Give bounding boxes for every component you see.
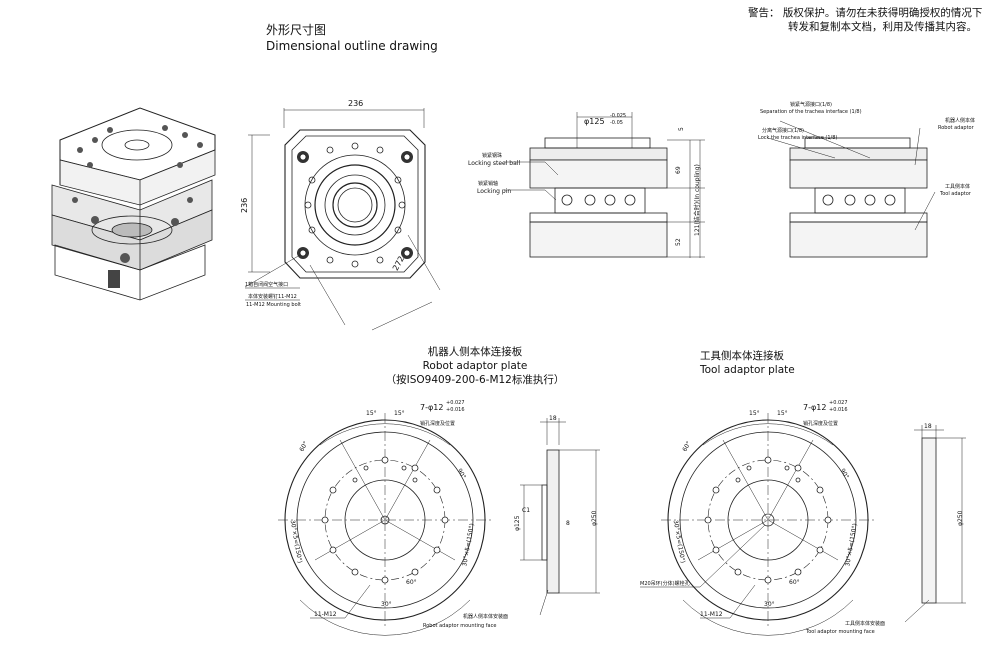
tool-hole-tol-upper: +0.027 — [829, 400, 848, 406]
air-port-note: 1箱自闭阀空气接口 — [245, 281, 288, 288]
section-view — [504, 112, 705, 258]
robot-plate-caption: 机器人侧本体连接板 Robot adaptor plate （按ISO9409-… — [360, 345, 590, 387]
robot-hole-sub: 销孔深度及位置 — [420, 420, 455, 427]
dim-69: 69 — [675, 166, 682, 174]
tool-hole-sub: 销孔深度及位置 — [803, 420, 838, 427]
copyright-warning: 警告： 版权保护。请勿在未获得明确授权的情况下 转发和复制本文档，利用及传播其内… — [748, 6, 982, 34]
robot-dim-125: φ125 — [514, 515, 521, 531]
bolt-note-en: 11-M12 Mounting bolt — [246, 302, 301, 308]
robot-dim-250: φ250 — [591, 510, 598, 526]
locking-pin-en: Locking pin — [477, 188, 511, 195]
tool-plate-side — [904, 425, 966, 623]
robot-adaptor-en: Robot adaptor — [938, 125, 975, 131]
section-tol-lower: -0.05 — [610, 120, 623, 126]
separation-port-en: Separation of the trachea interface (1/8… — [760, 109, 862, 115]
lock-port-en: Lock the trachea interface (1/8) — [758, 135, 837, 141]
tool-hole-note: 7-φ12 — [803, 403, 826, 412]
robot-hole-tol-lower: +0.016 — [446, 407, 465, 413]
tool-angle-90: 90° — [839, 468, 850, 481]
robot-dim-18: 18 — [549, 415, 557, 422]
tool-angle-30: 30° — [764, 601, 775, 608]
tool-plate-face — [640, 413, 875, 636]
dim-121: 121(结合时)(In coupling) — [693, 164, 701, 236]
tool-adaptor-en: Tool adaptor — [939, 191, 972, 197]
robot-face-en: Robot adaptor mounting face — [423, 623, 496, 629]
robot-angle-30: 30° — [381, 601, 392, 608]
tool-face-en: Tool adaptor mounting face — [805, 629, 875, 635]
tool-dim-18: 18 — [924, 423, 932, 430]
robot-plate-standard: （按ISO9409-200-6-M12标准执行） — [385, 374, 565, 386]
tool-hole-tol-lower: +0.016 — [829, 407, 848, 413]
warning-line1: 版权保护。请勿在未获得明确授权的情况下 — [782, 7, 983, 19]
robot-angle-15b: 15° — [394, 410, 405, 417]
section-diameter: φ125 — [584, 117, 605, 126]
warning-label: 警告： — [748, 7, 780, 19]
tool-m20-note: M20吊环(分体)螺栓孔 — [640, 580, 690, 587]
robot-angle-30x5-left: 30°×5=(150°) — [289, 520, 303, 564]
locking-pin-cn: 锁紧销轴 — [478, 180, 498, 187]
height-dimension: 236 — [240, 198, 249, 213]
robot-hole-note: 7-φ12 — [420, 403, 443, 412]
robot-angle-60b: 60° — [406, 579, 417, 586]
robot-plate-title-en: Robot adaptor plate — [422, 360, 528, 372]
separation-port-cn: 锁紧气源接口(1/8) — [790, 101, 832, 108]
robot-angle-90: 90° — [456, 468, 467, 481]
robot-dim-8: 8 — [566, 520, 570, 527]
robot-plate-title-cn: 机器人侧本体连接板 — [427, 346, 523, 358]
tool-bolt-note: 11-M12 — [700, 611, 723, 618]
dim-5: 5 — [678, 127, 685, 131]
tool-angle-30x5-left: 30°×5=(150°) — [672, 520, 686, 564]
tool-angle-30x5-right: 30°×5=(150°) — [844, 523, 858, 567]
robot-angle-15a: 15° — [366, 410, 377, 417]
robot-hole-tol-upper: +0.027 — [446, 400, 465, 406]
robot-angle-60a: 60° — [298, 440, 309, 453]
isometric-view — [51, 107, 216, 301]
bolt-note-cn: 本体安装螺钉11-M12 — [248, 293, 297, 300]
tool-angle-60a: 60° — [681, 440, 692, 453]
dim-52: 52 — [675, 238, 682, 246]
tool-face-cn: 工具侧本体安装面 — [845, 620, 885, 627]
side-view — [767, 120, 936, 258]
tool-plate-title-en: Tool adaptor plate — [700, 364, 795, 376]
tool-angle-15b: 15° — [777, 410, 788, 417]
steel-ball-en: Locking steel ball — [468, 160, 520, 167]
top-view — [244, 108, 441, 331]
tool-angle-60b: 60° — [789, 579, 800, 586]
robot-bolt-note: 11-M12 — [314, 611, 337, 618]
robot-angle-30x5-right: 30°×5=(150°) — [461, 523, 475, 567]
tool-adaptor-cn: 工具侧本体 — [945, 183, 970, 190]
tool-plate-caption: 工具侧本体连接板 Tool adaptor plate — [700, 349, 840, 377]
robot-adaptor-cn: 机器人侧本体 — [945, 117, 975, 124]
robot-face-cn: 机器人侧本体安装面 — [463, 613, 508, 620]
robot-plate-side — [520, 418, 600, 616]
tool-plate-title-cn: 工具侧本体连接板 — [700, 350, 784, 362]
tool-angle-15a: 15° — [749, 410, 760, 417]
section-tol-upper: -0.025 — [610, 113, 626, 119]
tool-dim-250: φ250 — [957, 510, 964, 526]
page-title: 外形尺寸图 Dimensional outline drawing — [266, 22, 438, 54]
width-dimension: 236 — [348, 99, 363, 108]
robot-dim-c1: C1 — [522, 507, 530, 514]
warning-line2: 转发和复制本文档，利用及传播其内容。 — [788, 21, 977, 33]
title-en: Dimensional outline drawing — [266, 39, 438, 53]
steel-ball-cn: 锁紧钢珠 — [482, 152, 502, 159]
robot-plate-face — [278, 413, 492, 636]
title-cn: 外形尺寸图 — [266, 23, 327, 37]
lock-port-cn: 分离气源接口(1/8) — [762, 127, 804, 134]
